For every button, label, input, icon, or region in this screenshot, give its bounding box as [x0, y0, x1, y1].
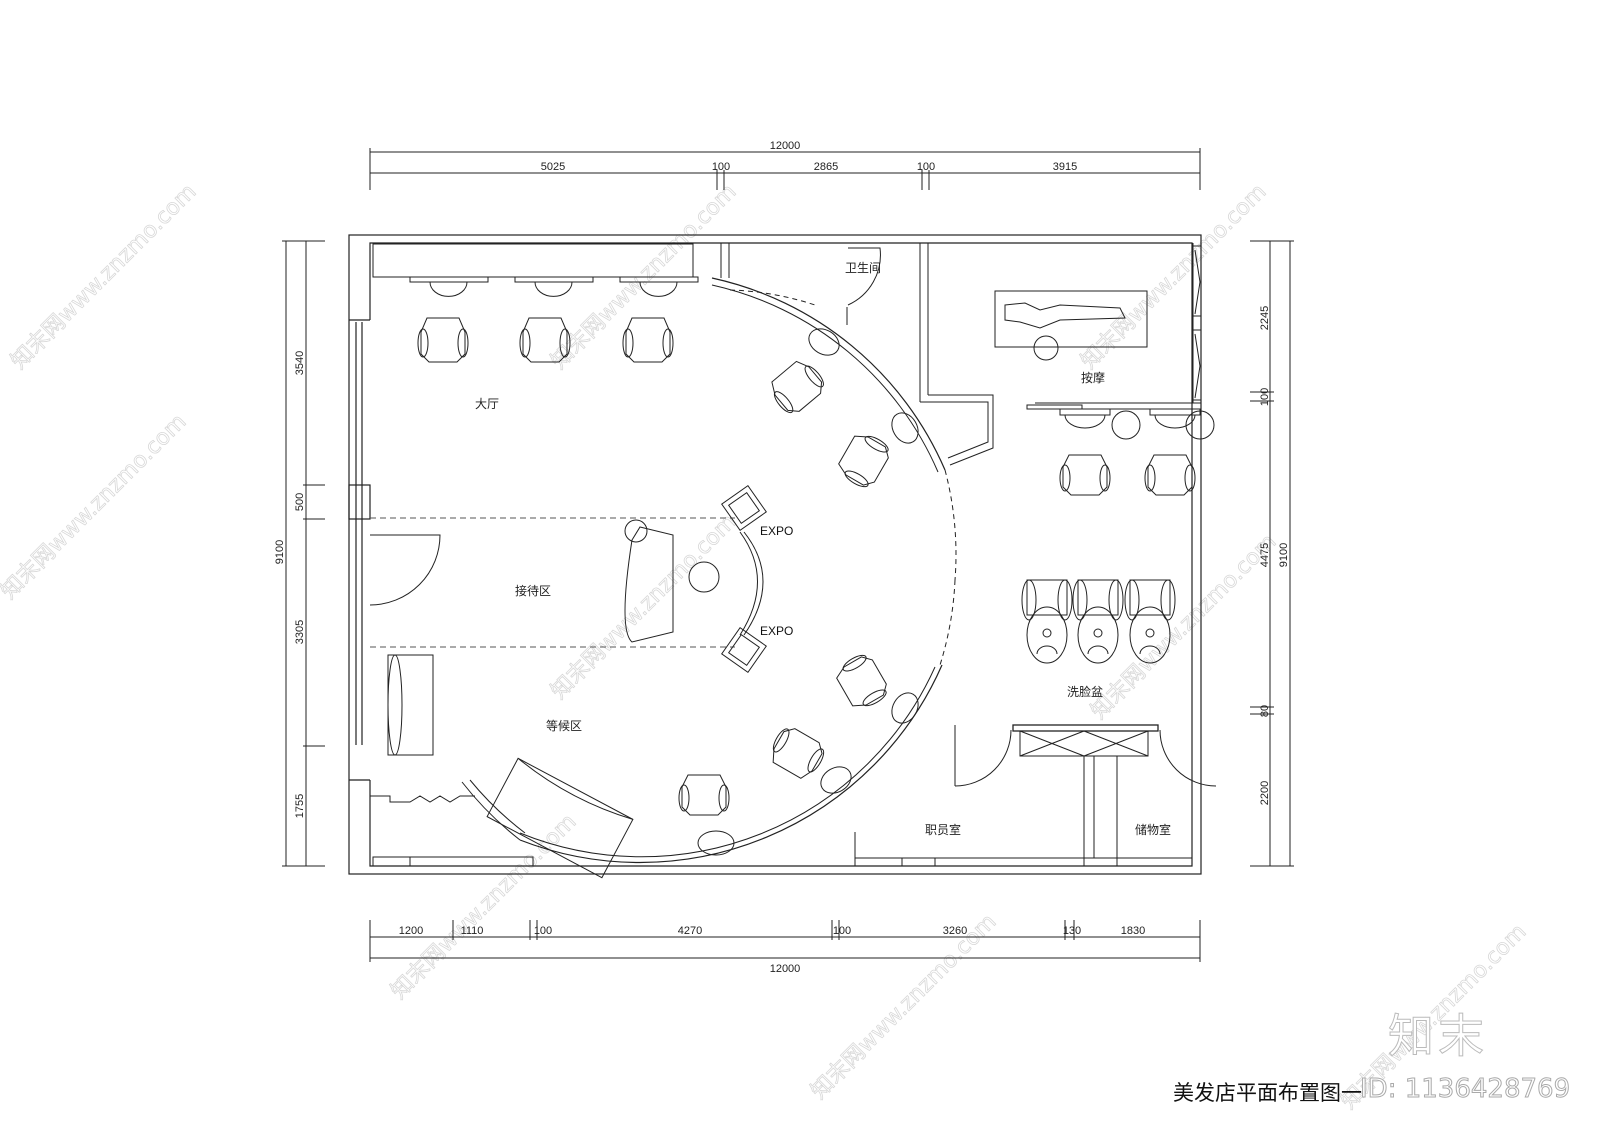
svg-text:3305: 3305 [294, 620, 306, 644]
svg-text:1200: 1200 [399, 925, 423, 937]
svg-text:100: 100 [1259, 388, 1271, 406]
svg-text:3260: 3260 [943, 925, 967, 937]
expo-label-bottom: EXPO [760, 624, 793, 638]
svg-text:知末网www.znzmo.com: 知末网www.znzmo.com [387, 809, 582, 1004]
svg-text:1110: 1110 [461, 925, 484, 937]
svg-text:2245: 2245 [1259, 306, 1271, 330]
room-label-wash-basin: 洗脸盆 [1067, 685, 1103, 699]
svg-text:3915: 3915 [1053, 161, 1077, 173]
restroom-walls [720, 243, 994, 466]
svg-text:100: 100 [712, 161, 730, 173]
curve-chairs [678, 328, 919, 856]
bottom-dimension [369, 920, 1201, 962]
svg-text:12000: 12000 [770, 140, 801, 152]
curved-wall [461, 277, 957, 864]
room-label-reception: 接待区 [515, 583, 551, 598]
brand-logo: 知末 [1388, 1009, 1488, 1064]
svg-text:100: 100 [833, 925, 851, 937]
outer-walls [348, 234, 1202, 875]
svg-text:500: 500 [294, 493, 306, 511]
svg-text:知末网www.znzmo.com: 知末网www.znzmo.com [1077, 179, 1272, 374]
reception-zone [369, 485, 767, 673]
svg-text:1830: 1830 [1121, 925, 1145, 937]
svg-text:1755: 1755 [294, 794, 306, 818]
svg-text:知末网www.znzmo.com: 知末网www.znzmo.com [7, 179, 202, 374]
svg-text:100: 100 [534, 925, 552, 937]
hall-counter [372, 243, 699, 297]
hall-chairs [417, 317, 674, 363]
room-label-staff-room: 职员室 [925, 822, 961, 837]
svg-text:知末网www.znzmo.com: 知末网www.znzmo.com [1087, 529, 1282, 724]
waiting-zone [370, 654, 634, 879]
left-dimension [282, 240, 325, 867]
expo-label-top: EXPO [760, 524, 793, 538]
svg-text:9100: 9100 [274, 540, 286, 564]
svg-text:2200: 2200 [1259, 781, 1271, 805]
dimension-labels: 12000 5025 100 2865 100 3915 1200 1110 1… [274, 140, 1290, 975]
svg-text:4475: 4475 [1259, 543, 1271, 567]
svg-text:100: 100 [917, 161, 935, 173]
room-label-restroom: 卫生间 [845, 261, 881, 275]
svg-text:知末网www.znzmo.com: 知末网www.znzmo.com [807, 909, 1002, 1104]
right-dimension [1250, 240, 1294, 867]
svg-text:2865: 2865 [814, 161, 838, 173]
room-label-storage: 储物室 [1135, 822, 1171, 837]
svg-text:5025: 5025 [541, 161, 565, 173]
room-label-massage: 按摩 [1081, 370, 1105, 385]
svg-text:4270: 4270 [678, 925, 702, 937]
room-label-hall: 大厅 [475, 397, 499, 411]
drawing-id-tag: ID: 1136428769 [1359, 1074, 1571, 1105]
top-dimension [369, 148, 1201, 190]
drawing-title: 美发店平面布置图一 [1173, 1081, 1362, 1105]
back-rooms [854, 724, 1217, 866]
room-labels: 大厅 卫生间 按摩 接待区 等候区 洗脸盆 职员室 储物室 EXPO EXPO [475, 261, 1171, 837]
svg-text:3540: 3540 [294, 351, 306, 375]
svg-text:9100: 9100 [1278, 543, 1290, 567]
wash-basins [1021, 579, 1176, 664]
svg-text:130: 130 [1063, 925, 1081, 937]
svg-text:知末网www.znzmo.com: 知末网www.znzmo.com [0, 409, 191, 604]
styling-stations [1059, 408, 1215, 496]
svg-text:12000: 12000 [770, 963, 801, 975]
svg-text:80: 80 [1259, 705, 1271, 717]
room-label-waiting: 等候区 [546, 719, 582, 733]
